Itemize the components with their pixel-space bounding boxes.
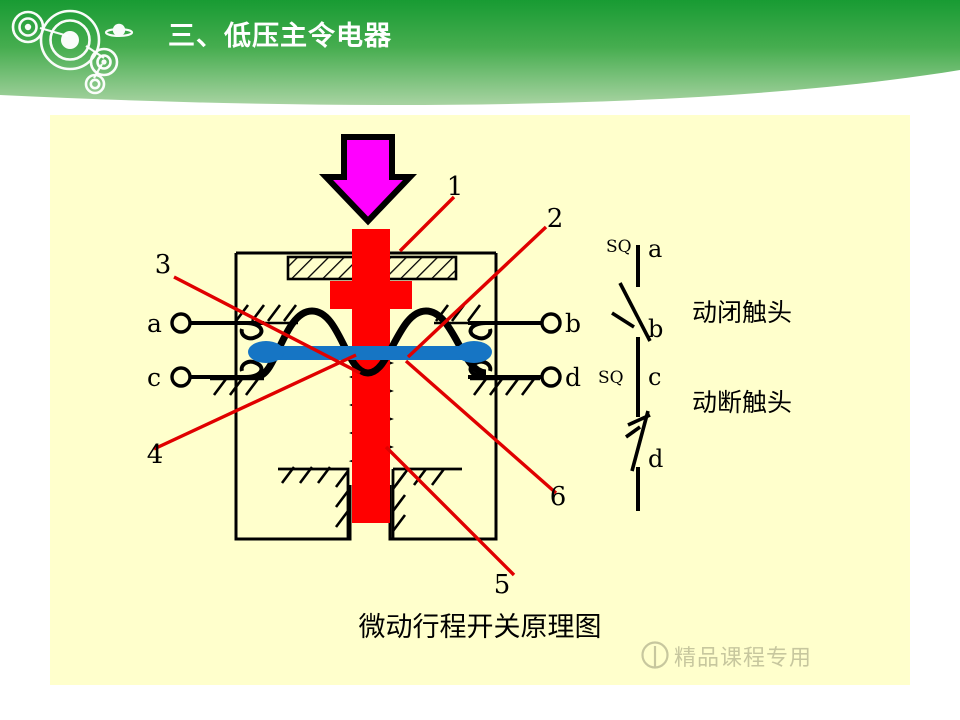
support-bracket-right	[391, 467, 462, 539]
header-decoration-group	[11, 9, 134, 95]
slide-header: 三、低压主令电器	[0, 0, 960, 112]
leaf-spring-contact-arm	[256, 307, 487, 380]
page-title: 三、低压主令电器	[168, 21, 392, 52]
actuator-arrow-icon	[318, 134, 418, 226]
callout-number: 5	[494, 570, 511, 600]
schematic-terminal-c: c	[648, 363, 661, 391]
callout-number: 6	[550, 482, 567, 512]
terminal-label-b: b	[565, 309, 581, 338]
moving-contact-bar	[248, 341, 492, 363]
terminal-label-group: a c b d	[147, 309, 581, 392]
plunger-rod	[330, 229, 412, 523]
schematic-switch-no	[624, 373, 651, 511]
schematic-designator-sq2: SQ	[598, 368, 624, 388]
terminal-circles	[170, 312, 562, 388]
schematic-terminal-b: b	[648, 315, 663, 343]
callout-number: 3	[155, 250, 172, 280]
watermark-text: 精品课程专用	[674, 646, 813, 671]
callout-number-group: 1 2 3 4 5 6	[147, 172, 567, 600]
callout-leader-lines	[153, 195, 558, 577]
schematic-label-group: SQ a b SQ c d	[598, 235, 663, 473]
schematic-description-no: 动断触头	[692, 388, 793, 417]
callout-number: 1	[447, 172, 464, 202]
planet-icon	[104, 23, 134, 38]
fixed-contact-upper-right	[434, 304, 552, 341]
schematic-description-nc: 动闭触头	[692, 298, 793, 327]
callout-number: 4	[147, 440, 164, 470]
guide-block-right	[378, 255, 458, 281]
fixed-contact-lower-left	[180, 359, 264, 396]
micro-limit-switch-figure: 1 2 3 4 5 6 a c b d SQ a b SQ c d	[147, 134, 663, 600]
terminal-label-a: a	[147, 309, 162, 338]
concentric-circles-icon	[11, 9, 119, 95]
terminal-label-c: c	[147, 363, 161, 392]
fixed-contact-lower-right	[468, 359, 552, 396]
content-panel: 1 2 3 4 5 6 a c b d SQ a b SQ c d	[50, 115, 910, 685]
figure-caption: 微动行程开关原理图	[358, 612, 602, 643]
schematic-designator-sq1: SQ	[606, 237, 632, 257]
schematic-terminal-d: d	[648, 445, 663, 473]
guide-block-left	[286, 255, 362, 281]
callout-number: 2	[547, 204, 564, 234]
header-background	[0, 0, 960, 105]
housing-side-walls	[234, 251, 498, 541]
support-bracket-left	[278, 466, 350, 539]
terminal-label-d: d	[565, 363, 581, 392]
q-logo-icon	[641, 641, 669, 669]
schematic-terminal-a: a	[648, 235, 662, 263]
schematic-switch-nc	[611, 245, 652, 377]
watermark: 精品课程专用	[640, 640, 812, 672]
